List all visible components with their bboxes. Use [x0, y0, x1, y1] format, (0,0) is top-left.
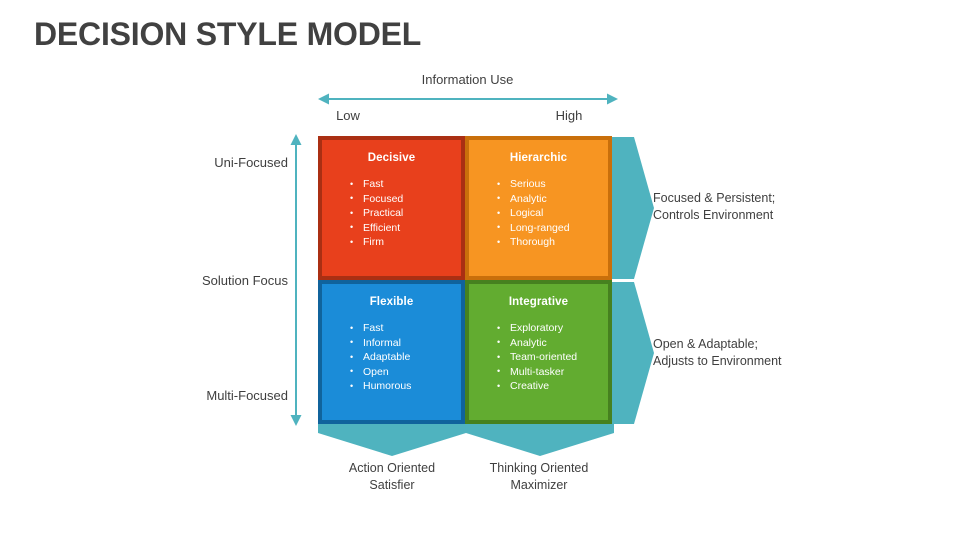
trait-list: Exploratory Analytic Team-oriented Multi…	[497, 321, 608, 394]
list-item: Humorous	[350, 379, 461, 394]
trait-list: Fast Focused Practical Efficient Firm	[350, 177, 461, 250]
quadrant-title: Hierarchic	[509, 152, 568, 164]
callout-right-bottom: Open & Adaptable; Adjusts to Environment	[653, 336, 782, 370]
list-item: Firm	[350, 235, 461, 250]
callout-line-2: Controls Environment	[653, 208, 774, 222]
list-item: Focused	[350, 191, 461, 207]
quadrant-integrative[interactable]: Integrative Exploratory Analytic Team-or…	[465, 280, 612, 424]
list-item: Adaptable	[350, 350, 461, 365]
trait-list: Serious Analytic Logical Long-ranged Tho…	[497, 177, 608, 250]
horizontal-axis-title: Information Use	[421, 72, 514, 87]
trait-list: Fast Informal Adaptable Open Humorous	[350, 321, 461, 394]
quadrant-flexible[interactable]: Flexible Fast Informal Adaptable Open Hu…	[318, 280, 465, 424]
quadrant-title: Integrative	[508, 296, 569, 308]
quadrant-grid: Decisive Fast Focused Practical Efficien…	[318, 136, 612, 424]
list-item: Informal	[350, 335, 461, 351]
list-item: Practical	[350, 206, 461, 221]
list-item: Multi-tasker	[497, 364, 608, 380]
callout-bottom-left: Action Oriented Satisfier	[307, 460, 477, 494]
list-item: Open	[350, 364, 461, 380]
down-arrow-icon	[318, 424, 466, 456]
list-item: Efficient	[350, 220, 461, 236]
list-item: Long-ranged	[497, 220, 608, 236]
axis-label-high: High	[555, 108, 583, 123]
down-arrow-icon	[466, 424, 614, 456]
quadrant-decisive[interactable]: Decisive Fast Focused Practical Efficien…	[318, 136, 465, 280]
list-item: Fast	[350, 177, 461, 192]
list-item: Thorough	[497, 235, 608, 250]
right-arrow-icon	[612, 137, 654, 279]
list-item: Exploratory	[497, 321, 608, 336]
callout-bottom-right: Thinking Oriented Maximizer	[454, 460, 624, 494]
double-headed-vertical-arrow-icon	[290, 134, 302, 426]
list-item: Analytic	[497, 335, 608, 351]
callout-line-1: Open & Adaptable;	[653, 337, 758, 351]
axis-label-low: Low	[336, 108, 360, 123]
right-arrow-icon	[612, 282, 654, 424]
axis-label-uni-focused: Uni-Focused	[214, 155, 288, 170]
callout-line-2: Maximizer	[510, 478, 568, 492]
callout-line-1: Action Oriented	[348, 461, 436, 475]
quadrant-title: Flexible	[369, 296, 414, 308]
callout-line-1: Thinking Oriented	[489, 461, 589, 475]
list-item: Analytic	[497, 191, 608, 207]
list-item: Creative	[497, 379, 608, 394]
list-item: Logical	[497, 206, 608, 221]
quadrant-title: Decisive	[367, 152, 416, 164]
list-item: Serious	[497, 177, 608, 192]
callout-line-2: Adjusts to Environment	[653, 354, 782, 368]
quadrant-hierarchic[interactable]: Hierarchic Serious Analytic Logical Long…	[465, 136, 612, 280]
list-item: Fast	[350, 321, 461, 336]
double-headed-horizontal-arrow-icon	[318, 93, 618, 105]
page-title: DECISION STYLE MODEL	[34, 16, 422, 52]
axis-label-multi-focused: Multi-Focused	[206, 388, 288, 403]
callout-line-2: Satisfier	[369, 478, 415, 492]
callout-right-top: Focused & Persistent; Controls Environme…	[653, 190, 775, 224]
vertical-axis-title: Solution Focus	[202, 273, 288, 288]
list-item: Team-oriented	[497, 350, 608, 365]
callout-line-1: Focused & Persistent;	[653, 191, 776, 205]
